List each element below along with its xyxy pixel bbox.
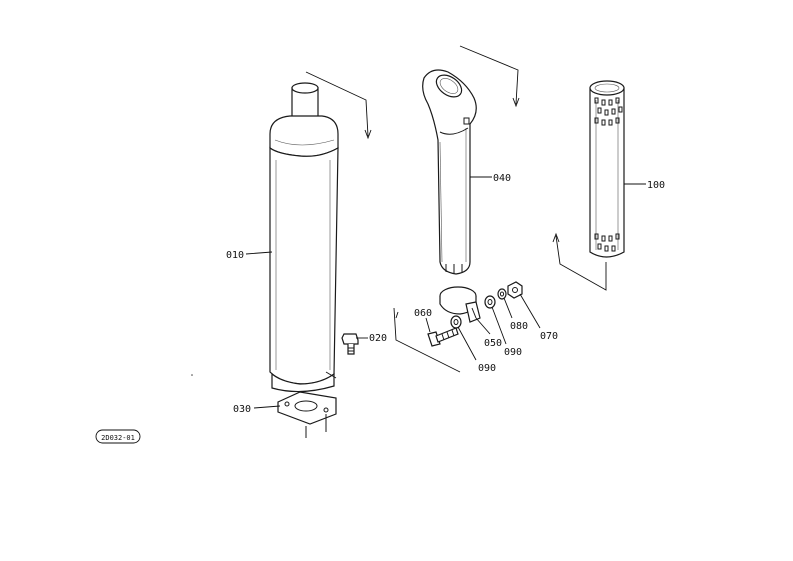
label-bolt-small: 020 [369,333,387,344]
bolt-small[interactable] [341,333,359,355]
washer-plain-upper[interactable] [484,295,496,309]
muffler[interactable] [269,82,339,393]
label-clamp: 050 [484,338,502,349]
label-washer-plain-lower: 090 [478,363,496,374]
muffler-outlet-arrow [305,71,369,137]
label-washer-plain-upper: 090 [504,347,522,358]
drawing-code: 2D032-01 [101,434,135,442]
gasket[interactable] [277,391,337,438]
exhaust-pipe[interactable] [422,69,477,275]
label-gasket: 030 [233,404,251,415]
speck [191,374,193,376]
label-muffler: 010 [226,250,244,261]
label-washer-spring: 080 [510,321,528,332]
guard[interactable] [589,80,625,258]
clamp[interactable] [439,286,481,323]
label-nut: 070 [540,331,558,342]
washer-plain-lower[interactable] [450,315,462,329]
bolt[interactable] [427,327,459,347]
label-exhaust-pipe: 040 [493,173,511,184]
nut[interactable] [507,281,523,299]
label-guard: 100 [647,180,665,191]
label-bolt: 060 [414,308,432,319]
drawing-code-badge: 2D032-01 [95,429,141,444]
washer-spring[interactable] [497,288,507,300]
